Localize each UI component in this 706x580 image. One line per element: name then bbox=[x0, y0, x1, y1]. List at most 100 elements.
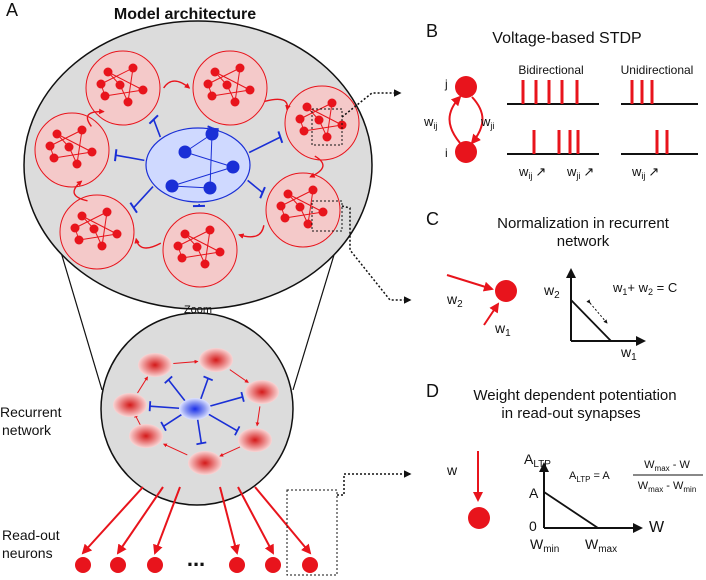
cluster-synapse bbox=[214, 71, 251, 91]
panel-d-title-line1: Weight dependent potentiation bbox=[473, 387, 676, 404]
d-zero-tick: 0 bbox=[529, 518, 537, 534]
panel-b-title: Voltage-based STDP bbox=[492, 30, 641, 47]
small-cluster bbox=[129, 424, 163, 448]
panel-a-letter: A bbox=[6, 0, 18, 20]
small-inhibitory-projection bbox=[167, 379, 187, 403]
bidirectional-label: Bidirectional bbox=[518, 63, 583, 77]
small-inhibitory-terminal bbox=[160, 421, 167, 432]
d-readout-neuron bbox=[468, 507, 490, 529]
readout-neuron bbox=[147, 557, 163, 573]
small-cluster bbox=[238, 428, 272, 452]
excitatory-neuron bbox=[283, 189, 293, 199]
inhibitory-synapse bbox=[209, 133, 213, 189]
inter-cluster-arrow bbox=[86, 108, 105, 127]
readout-neuron bbox=[302, 557, 318, 573]
excitatory-neuron bbox=[308, 185, 318, 195]
small-inhibitory-cluster bbox=[179, 398, 211, 420]
excitatory-neuron bbox=[45, 141, 55, 151]
inhibitory-synapse bbox=[184, 151, 234, 168]
readout-synapse bbox=[254, 486, 312, 555]
small-inhibitory-projection bbox=[163, 413, 184, 428]
excitatory-neuron bbox=[70, 223, 80, 233]
readout-ellipsis: ... bbox=[187, 546, 205, 571]
small-inhibitory-projection bbox=[199, 378, 209, 401]
cluster-synapse bbox=[184, 233, 221, 253]
excitatory-neuron bbox=[280, 213, 290, 223]
excitatory-clusters bbox=[34, 50, 360, 288]
c-constraint-line bbox=[570, 299, 612, 342]
excitatory-neuron bbox=[210, 67, 220, 77]
inter-cluster-arrow bbox=[73, 180, 88, 202]
d-eq-numerator: Wmax - W bbox=[644, 459, 690, 473]
cluster-synapse bbox=[325, 102, 333, 138]
small-cluster bbox=[188, 451, 222, 475]
d-eq-denominator: Wmax - Wmin bbox=[638, 480, 697, 494]
excitatory-neuron bbox=[299, 126, 309, 136]
excitatory-neuron bbox=[276, 201, 286, 211]
callout-arrow-to-d bbox=[337, 470, 412, 496]
small-cluster bbox=[138, 353, 172, 377]
readout-neuron bbox=[110, 557, 126, 573]
cluster-synapse bbox=[299, 102, 333, 120]
cluster-7 bbox=[34, 112, 110, 188]
readout-synapse bbox=[237, 486, 274, 555]
excitatory-neuron bbox=[303, 219, 313, 229]
cluster-3 bbox=[284, 85, 360, 161]
cluster-2 bbox=[192, 50, 268, 126]
excitatory-neuron bbox=[102, 207, 112, 217]
excitatory-neuron bbox=[230, 97, 240, 107]
d-wmax-tick: Wmax bbox=[585, 536, 617, 555]
excitatory-neuron bbox=[318, 207, 328, 217]
excitatory-neuron bbox=[87, 147, 97, 157]
excitatory-neuron bbox=[295, 202, 305, 212]
excitatory-neuron bbox=[74, 235, 84, 245]
d-eq-lhs: ALTP = A bbox=[569, 470, 610, 484]
small-inhibitory-terminal bbox=[203, 375, 214, 382]
excitatory-neuron bbox=[64, 142, 74, 152]
excitatory-neuron bbox=[100, 91, 110, 101]
w-ji-label: wji bbox=[480, 114, 494, 131]
cluster-1 bbox=[85, 50, 161, 126]
inter-cluster-arrow bbox=[238, 225, 265, 239]
inhibitory-neuron bbox=[203, 181, 217, 195]
c-w1-label: w1 bbox=[494, 320, 511, 339]
cluster-synapse bbox=[280, 189, 314, 207]
small-network-nodes bbox=[113, 348, 279, 475]
excitatory-neuron bbox=[322, 132, 332, 142]
panel-c-letter: C bbox=[426, 209, 439, 229]
excitatory-neuron bbox=[96, 79, 106, 89]
excitatory-neuron bbox=[112, 229, 122, 239]
inter-cluster-arrow bbox=[163, 80, 191, 89]
inhibitory-synapse bbox=[171, 166, 234, 187]
cluster-synapse bbox=[203, 229, 211, 265]
cluster-synapse bbox=[126, 67, 134, 103]
excitatory-neuron bbox=[89, 224, 99, 234]
excitatory-neuron bbox=[245, 85, 255, 95]
excitatory-neuron bbox=[215, 247, 225, 257]
excitatory-neuron bbox=[77, 125, 87, 135]
inter-cluster-arrow bbox=[309, 155, 324, 178]
d-axis-altp: ALTP bbox=[524, 451, 551, 470]
inhibitory-terminal bbox=[129, 202, 138, 214]
input-w1-arrow bbox=[483, 302, 500, 326]
panel-d-letter: D bbox=[426, 381, 439, 401]
c-axis-w2: w2 bbox=[543, 282, 560, 301]
cluster-synapse bbox=[56, 133, 93, 153]
c-equation: w1+ w2 = C bbox=[612, 280, 677, 297]
panel-d-title-line2: in read-out synapses bbox=[501, 405, 640, 422]
excitatory-neuron bbox=[207, 91, 217, 101]
readout-neuron bbox=[265, 557, 281, 573]
cluster-synapse bbox=[177, 229, 211, 247]
small-inter-cluster-arrow bbox=[134, 413, 142, 427]
cluster-synapse bbox=[81, 215, 118, 235]
cluster-synapse bbox=[74, 211, 108, 229]
inhibitory-projection bbox=[248, 136, 281, 154]
inhibitory-terminal bbox=[148, 114, 159, 125]
excitatory-neuron bbox=[138, 85, 148, 95]
unidir-w-ij: wij↗ bbox=[631, 164, 659, 181]
excitatory-neuron bbox=[97, 241, 107, 251]
inhibitory-projection bbox=[247, 179, 264, 194]
readout-neuron bbox=[229, 557, 245, 573]
excitatory-neuron bbox=[103, 67, 113, 77]
excitatory-neuron bbox=[222, 80, 232, 90]
